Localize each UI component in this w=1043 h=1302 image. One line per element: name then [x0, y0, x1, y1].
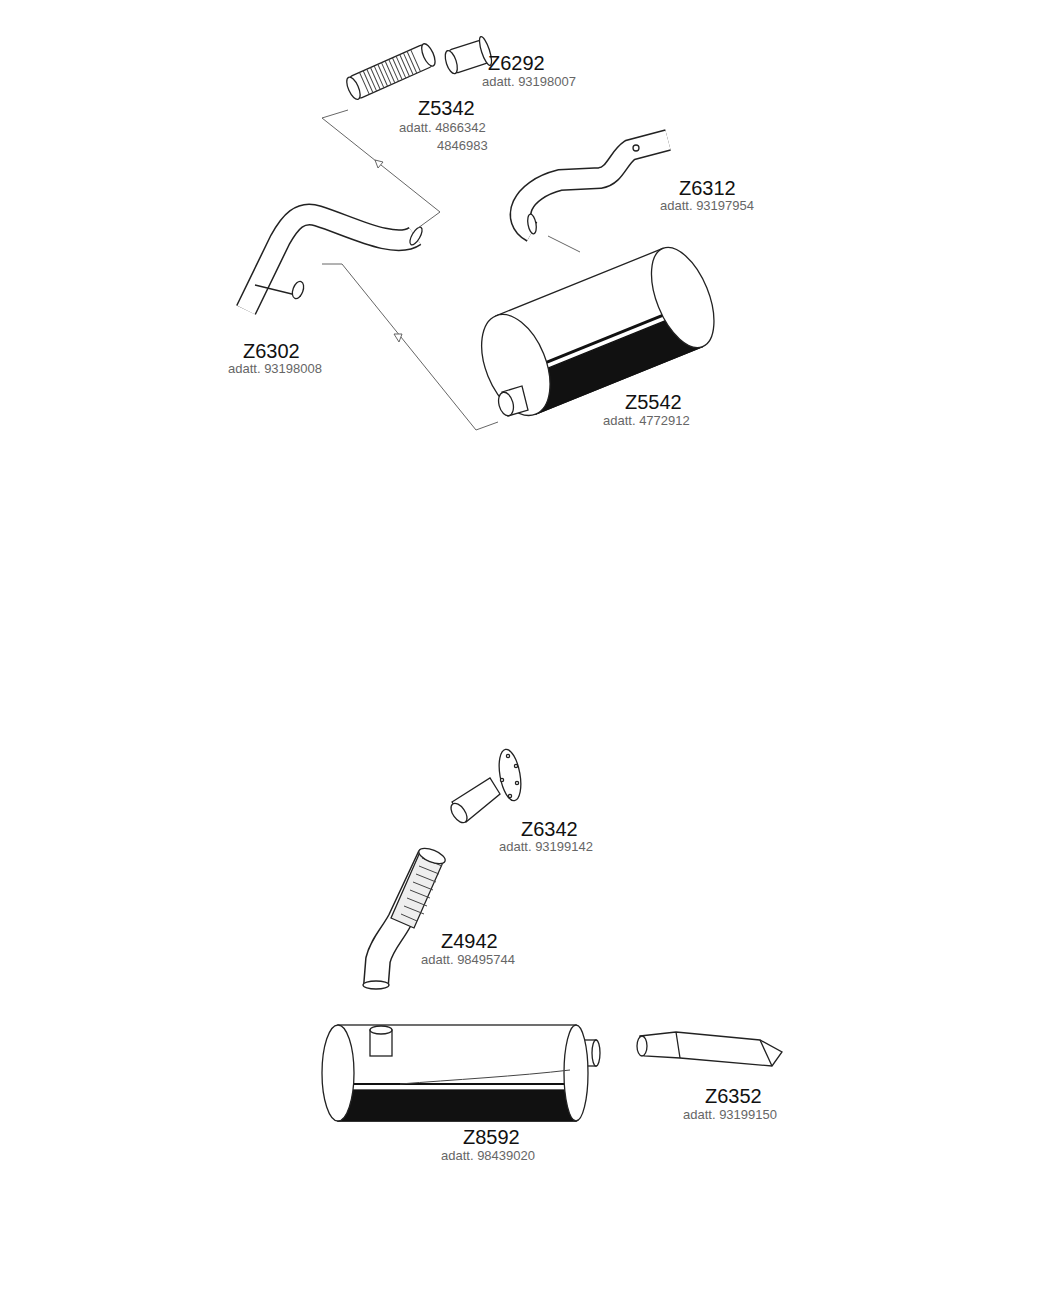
part-number: Z5542	[625, 391, 682, 413]
adatt-code: adatt. 4866342	[399, 121, 486, 135]
flange-elbow	[448, 748, 525, 826]
leader-lines	[322, 110, 580, 430]
part-number: Z4942	[441, 930, 498, 952]
part-number: Z8592	[463, 1126, 520, 1148]
tail-pipe	[521, 140, 668, 235]
adatt-code: adatt. 93198007	[482, 75, 576, 89]
rear-muffler	[468, 239, 727, 426]
part-number: Z6352	[705, 1085, 762, 1107]
adatt-code: adatt. 93199150	[683, 1108, 777, 1122]
adatt-code: adatt. 98439020	[441, 1149, 535, 1163]
adatt-code: adatt. 98495744	[421, 953, 515, 967]
adatt-code: adatt. 93199142	[499, 840, 593, 854]
end-pipe	[637, 1032, 782, 1066]
flex-elbow	[363, 845, 447, 989]
part-number: Z6342	[521, 818, 578, 840]
part-number: Z6292	[488, 52, 545, 74]
adatt-code: adatt. 93197954	[660, 199, 754, 213]
flex-pipe	[344, 42, 438, 101]
adapter-part	[442, 36, 494, 78]
part-number: Z6312	[679, 177, 736, 199]
adatt-code: 4846983	[437, 139, 488, 153]
main-muffler	[322, 1025, 600, 1121]
front-pipe	[246, 214, 424, 310]
part-number: Z5342	[418, 97, 475, 119]
part-number: Z6302	[243, 340, 300, 362]
adatt-code: adatt. 93198008	[228, 362, 322, 376]
adatt-code: adatt. 4772912	[603, 414, 690, 428]
